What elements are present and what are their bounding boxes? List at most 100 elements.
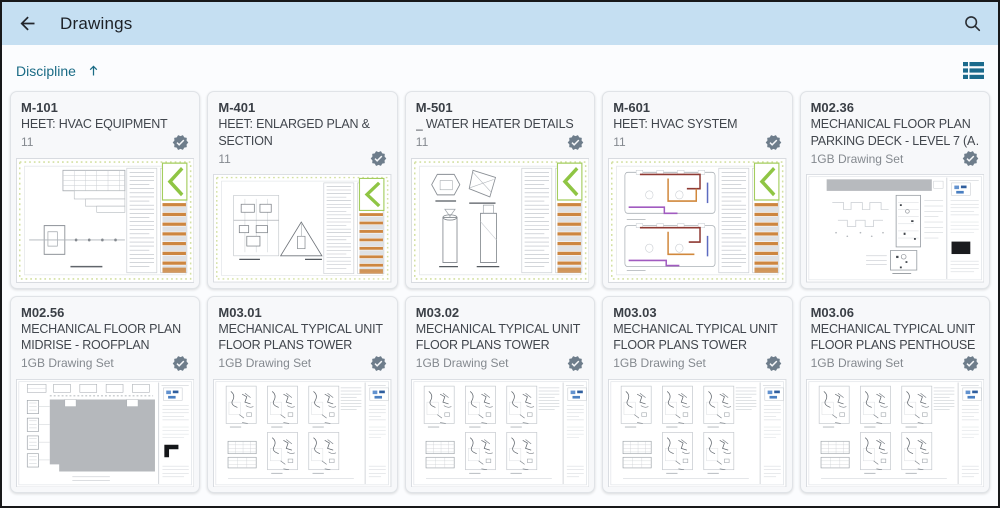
drawing-meta-row: 11 xyxy=(416,134,584,151)
drawing-card-header: M02.56 MECHANICAL FLOOR PLAN MIDRISE - RO… xyxy=(11,297,199,377)
drawing-title-line: MECHANICAL TYPICAL UNIT xyxy=(810,321,976,336)
drawing-meta-row: 11 xyxy=(613,134,781,151)
drawing-thumbnail xyxy=(11,377,199,493)
drawing-title-line: MECHANICAL TYPICAL UNIT xyxy=(218,321,383,336)
drawing-title-line: MECHANICAL TYPICAL UNIT xyxy=(415,321,581,336)
drawing-title-line: HEET: ENLARGED PLAN & xyxy=(218,117,370,131)
drawing-title-line: FLOOR PLANS TOWER xyxy=(218,338,353,352)
drawing-meta-row: 1GB Drawing Set xyxy=(416,355,584,372)
drawing-card-header: M-101 HEET: HVAC EQUIPMENT 11 xyxy=(11,92,199,156)
drawing-number: M03.01 xyxy=(218,304,262,320)
drawing-meta: 1GB Drawing Set xyxy=(810,151,904,166)
list-view-icon xyxy=(963,62,984,79)
drawing-meta-row: 1GB Drawing Set xyxy=(218,355,387,372)
drawing-thumbnail xyxy=(801,377,989,493)
synced-badge-icon xyxy=(567,134,584,151)
drawing-meta: 1GB Drawing Set xyxy=(810,356,904,370)
list-view-toggle-button[interactable] xyxy=(963,62,984,79)
drawing-card-header: M03.02 MECHANICAL TYPICAL UNIT FLOOR PLAN… xyxy=(406,297,594,377)
drawing-card-header: M-401 HEET: ENLARGED PLAN &SECTION 11 xyxy=(208,92,396,172)
search-icon xyxy=(962,13,983,34)
drawing-meta: 1GB Drawing Set xyxy=(613,356,706,370)
drawing-title-line: MECHANICAL TYPICAL UNIT xyxy=(613,321,778,336)
drawing-title: _ WATER HEATER DETAILS xyxy=(416,116,584,133)
arrow-left-icon xyxy=(17,13,38,34)
drawing-title-line: HEET: HVAC EQUIPMENT xyxy=(21,117,168,131)
drawing-meta-row: 1GB Drawing Set xyxy=(613,355,781,372)
drawing-thumbnail xyxy=(208,172,396,288)
drawing-title-line: FLOOR PLANS TOWER xyxy=(415,338,550,352)
drawing-card[interactable]: M03.01 MECHANICAL TYPICAL UNIT FLOOR PLAN… xyxy=(207,295,398,493)
drawing-number: M03.02 xyxy=(415,304,460,320)
drawing-number: M02.36 xyxy=(810,100,854,115)
drawing-meta: 11 xyxy=(415,135,429,149)
synced-badge-icon xyxy=(765,134,782,151)
search-button[interactable] xyxy=(962,13,983,34)
drawing-title-line: MIDRISE - ROOFPLAN xyxy=(21,338,150,352)
synced-badge-icon xyxy=(172,134,189,151)
drawing-card-grid: M-101 HEET: HVAC EQUIPMENT 11 M-401 HEET… xyxy=(2,87,998,506)
synced-badge-icon xyxy=(370,355,387,372)
drawing-number: M-101 xyxy=(21,100,58,115)
page-title: Drawings xyxy=(60,13,133,33)
drawing-title: MECHANICAL TYPICAL UNIT FLOOR PLANS TOWER xyxy=(416,321,584,354)
drawing-number: M03.06 xyxy=(810,304,854,320)
drawing-number: M02.56 xyxy=(21,304,65,320)
drawing-title-line: MECHANICAL FLOOR PLAN xyxy=(810,117,971,131)
drawing-title-line: HEET: HVAC SYSTEM xyxy=(613,117,738,131)
drawing-number: M03.03 xyxy=(613,304,657,320)
synced-badge-icon xyxy=(765,355,782,372)
drawing-card-header: M-501 _ WATER HEATER DETAILS 11 xyxy=(406,92,594,156)
drawing-card-header: M03.03 MECHANICAL TYPICAL UNIT FLOOR PLAN… xyxy=(603,297,791,377)
drawing-thumbnail xyxy=(11,156,199,288)
drawing-meta: 1GB Drawing Set xyxy=(415,356,509,370)
sort-by-discipline-button[interactable]: Discipline xyxy=(16,63,101,79)
drawing-meta: 11 xyxy=(21,135,34,149)
toolbar: Discipline xyxy=(2,45,998,87)
drawing-card[interactable]: M-101 HEET: HVAC EQUIPMENT 11 xyxy=(10,91,201,289)
drawing-title-line: FLOOR PLANS TOWER xyxy=(613,338,747,352)
drawing-thumbnail xyxy=(603,377,791,493)
arrow-up-icon xyxy=(86,63,101,78)
drawing-thumbnail xyxy=(406,377,594,493)
drawing-title: HEET: HVAC EQUIPMENT xyxy=(21,116,189,133)
drawing-title-line: _ WATER HEATER DETAILS xyxy=(415,117,574,131)
drawing-title: MECHANICAL TYPICAL UNIT FLOOR PLANS TOWER xyxy=(218,321,386,354)
drawing-thumbnail xyxy=(603,156,791,288)
drawing-card[interactable]: M-601 HEET: HVAC SYSTEM 11 xyxy=(602,91,793,289)
drawing-meta-row: 1GB Drawing Set xyxy=(21,355,189,372)
drawing-meta: 11 xyxy=(613,135,626,149)
synced-badge-icon xyxy=(172,355,189,372)
drawing-card[interactable]: M03.03 MECHANICAL TYPICAL UNIT FLOOR PLAN… xyxy=(602,295,793,493)
drawing-card[interactable]: M02.56 MECHANICAL FLOOR PLAN MIDRISE - RO… xyxy=(10,295,201,493)
synced-badge-icon xyxy=(962,355,979,372)
drawing-meta-row: 1GB Drawing Set xyxy=(811,355,979,372)
synced-badge-icon xyxy=(370,150,387,167)
drawing-thumbnail xyxy=(208,377,396,493)
drawing-card-header: M03.01 MECHANICAL TYPICAL UNIT FLOOR PLAN… xyxy=(208,297,396,377)
drawing-title: MECHANICAL TYPICAL UNIT FLOOR PLANS TOWER xyxy=(613,321,781,354)
drawing-title-line: SECTION xyxy=(218,133,273,148)
drawing-card[interactable]: M-401 HEET: ENLARGED PLAN &SECTION 11 xyxy=(207,91,398,289)
drawing-title: HEET: ENLARGED PLAN & SECTION xyxy=(218,116,386,149)
drawing-number: M-601 xyxy=(613,100,651,115)
drawing-title-line: MECHANICAL FLOOR PLAN xyxy=(21,321,181,336)
drawing-meta-row: 1GB Drawing Set xyxy=(811,150,979,167)
drawing-thumbnail xyxy=(801,172,989,288)
drawing-number: M-501 xyxy=(415,100,453,115)
drawing-title: MECHANICAL FLOOR PLAN MIDRISE - ROOFPLAN xyxy=(21,321,189,354)
drawing-meta-row: 11 xyxy=(218,150,387,167)
back-button[interactable] xyxy=(17,13,38,34)
drawing-card[interactable]: M03.02 MECHANICAL TYPICAL UNIT FLOOR PLAN… xyxy=(404,295,596,493)
drawing-thumbnail xyxy=(406,156,594,288)
drawing-card-header: M-601 HEET: HVAC SYSTEM 11 xyxy=(603,92,791,156)
drawing-meta: 1GB Drawing Set xyxy=(21,356,114,370)
drawing-card[interactable]: M-501 _ WATER HEATER DETAILS 11 xyxy=(404,91,596,289)
